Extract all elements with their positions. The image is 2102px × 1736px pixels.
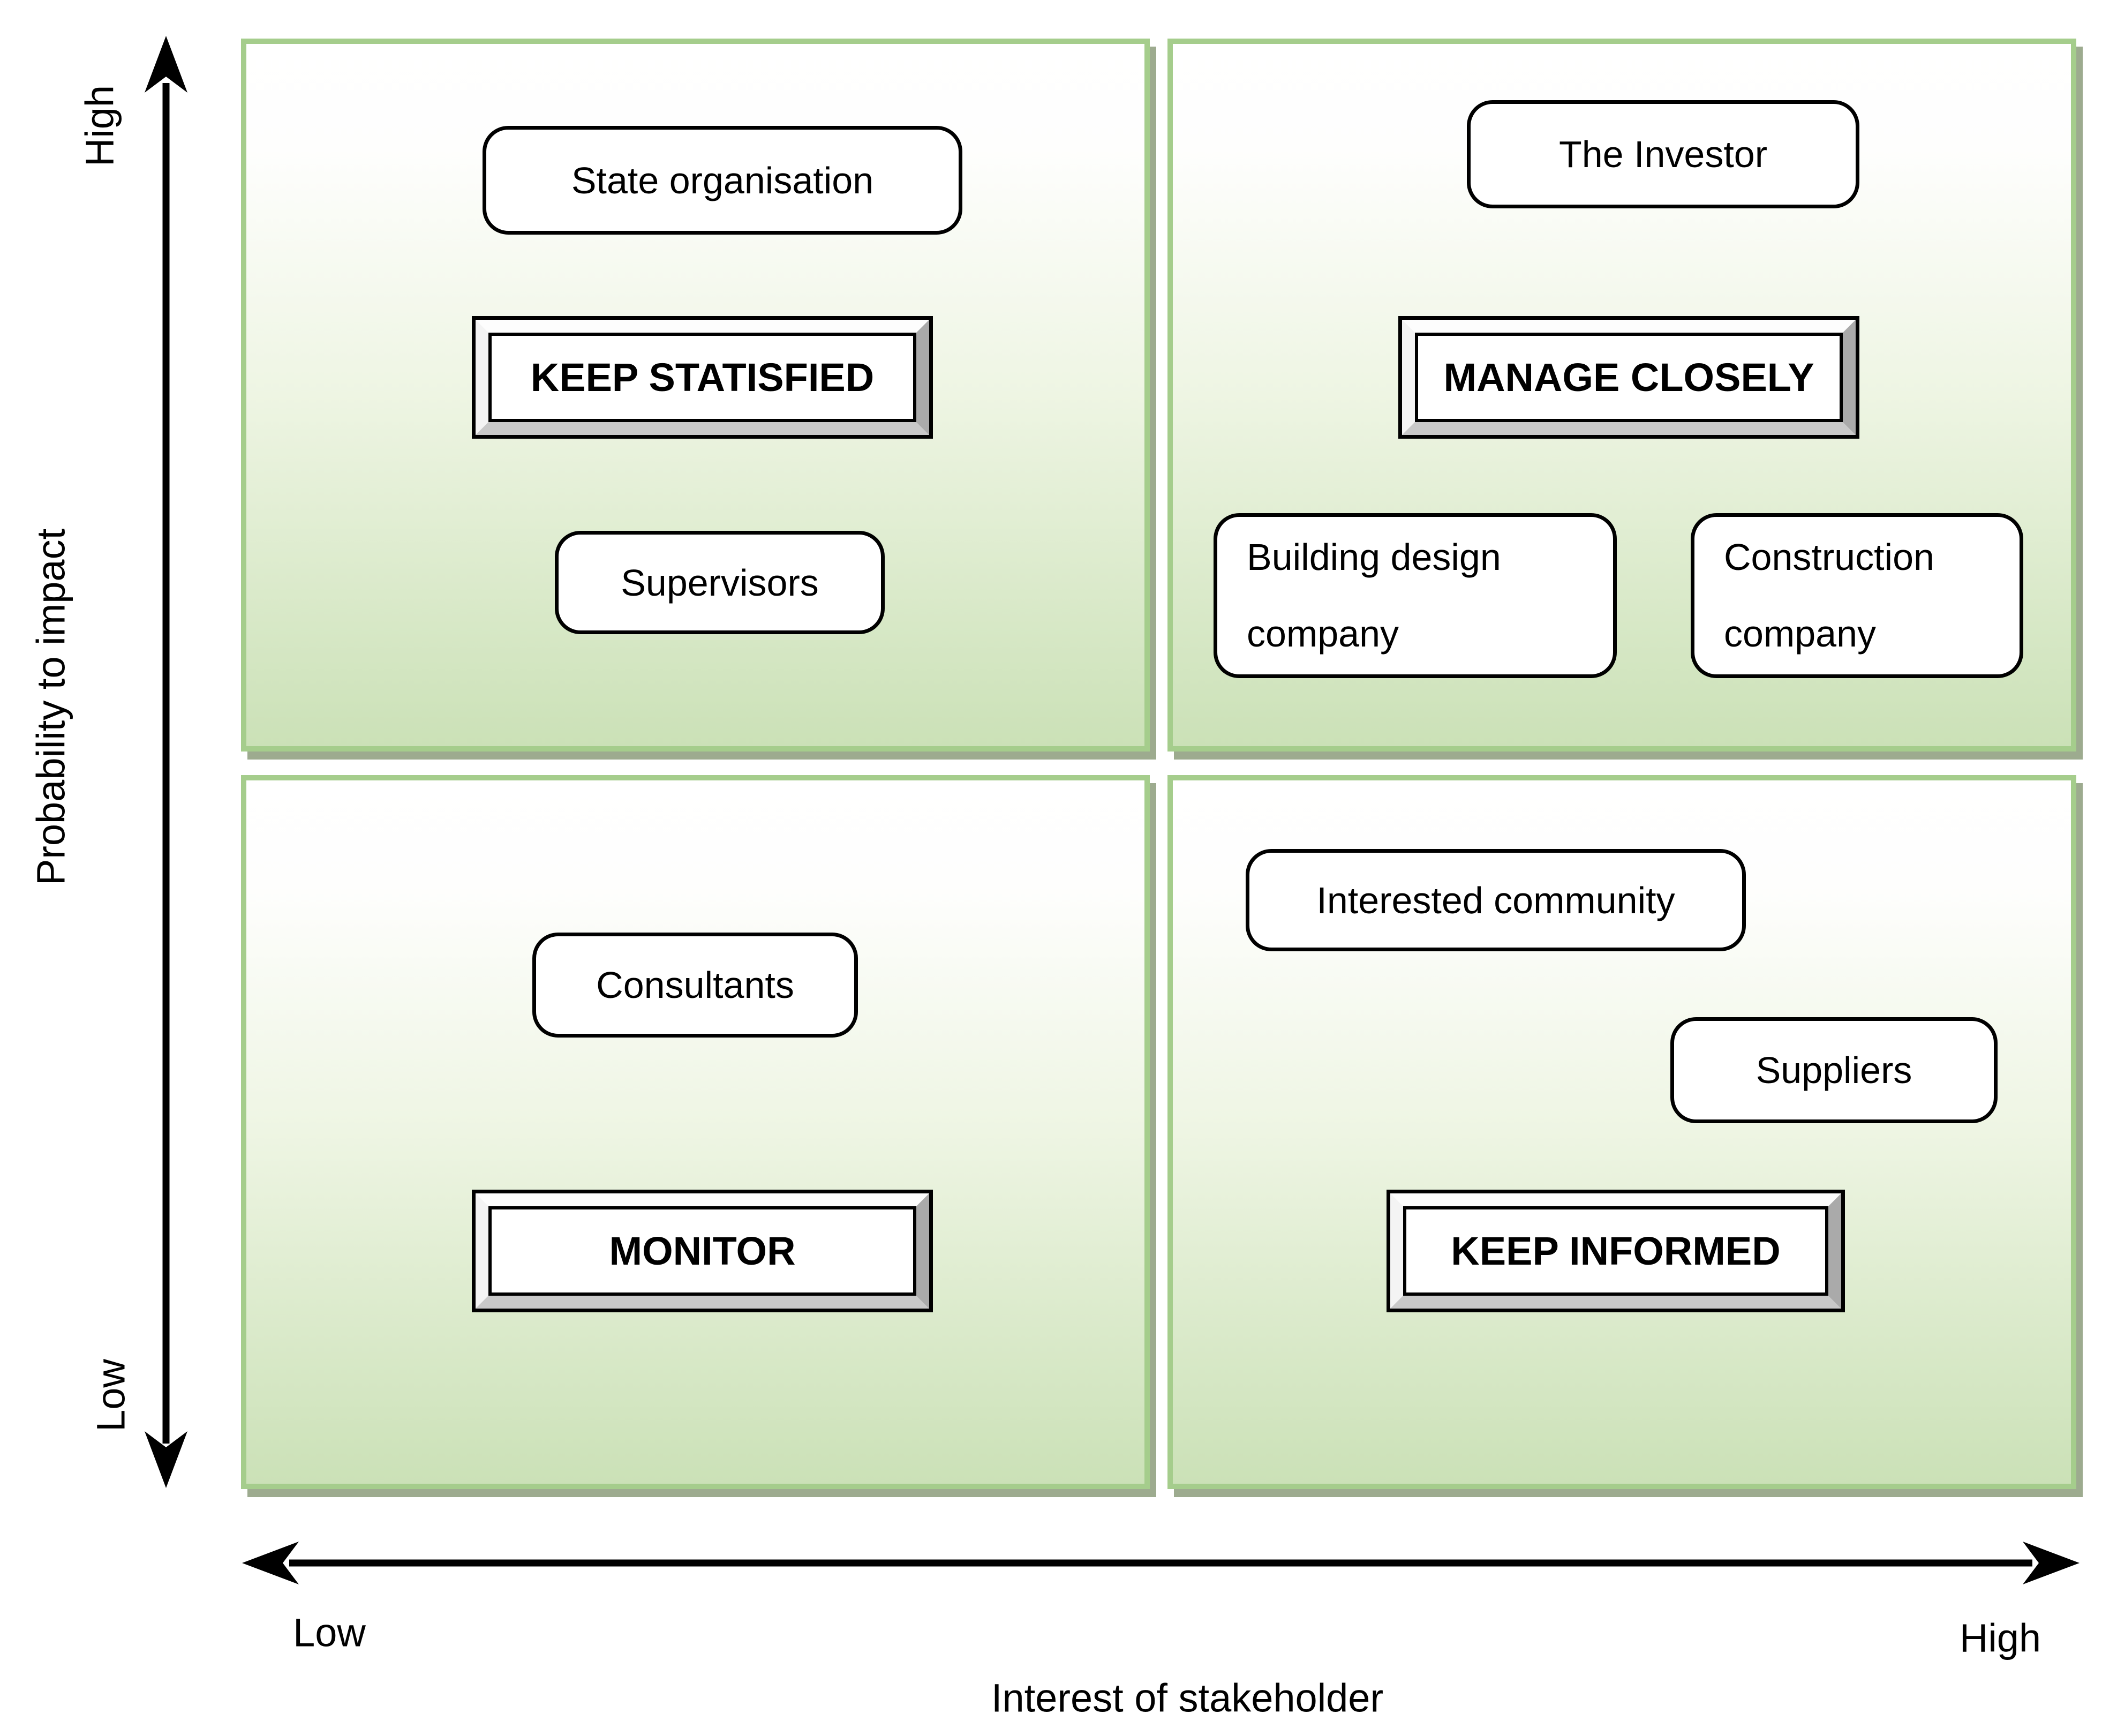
bevel-frame — [476, 1193, 929, 1309]
y-axis-high-label: High — [77, 85, 122, 167]
action-label: KEEP STATISFIED — [488, 333, 916, 422]
action-label: MONITOR — [488, 1206, 916, 1296]
stakeholder-box-consultants: Consultants — [532, 933, 858, 1038]
bevel-frame — [1390, 1193, 1841, 1309]
x-axis-low-label: Low — [293, 1610, 366, 1655]
bevel-frame — [476, 320, 929, 435]
stakeholder-box-suppliers: Suppliers — [1670, 1017, 1998, 1123]
action-box-manage-closely: MANAGE CLOSELY — [1398, 316, 1859, 439]
action-label: KEEP INFORMED — [1403, 1206, 1828, 1296]
quadrant-bottom-left — [241, 775, 1150, 1489]
stakeholder-box-the-investor: The Investor — [1467, 100, 1859, 208]
x-axis-title: Interest of stakeholder — [991, 1675, 1384, 1720]
stakeholder-box-building-design-company: Building design company — [1214, 513, 1617, 678]
y-axis-low-label: Low — [88, 1359, 133, 1432]
x-axis-arrow-icon — [242, 1542, 2080, 1584]
y-axis-title: Probability to impact — [28, 528, 73, 886]
action-box-monitor: MONITOR — [472, 1190, 933, 1312]
stakeholder-box-state-organisation: State organisation — [483, 126, 962, 235]
stakeholder-box-construction-company: Construction company — [1691, 513, 2023, 678]
action-box-keep-statisfied: KEEP STATISFIED — [472, 316, 933, 439]
stakeholder-box-supervisors: Supervisors — [555, 531, 885, 634]
bevel-frame — [1402, 320, 1856, 435]
action-label: MANAGE CLOSELY — [1415, 333, 1843, 422]
y-axis-arrow-icon — [145, 36, 187, 1488]
action-box-keep-informed: KEEP INFORMED — [1387, 1190, 1845, 1312]
stakeholder-box-interested-community: Interested community — [1246, 849, 1746, 951]
x-axis-high-label: High — [1959, 1615, 2041, 1660]
